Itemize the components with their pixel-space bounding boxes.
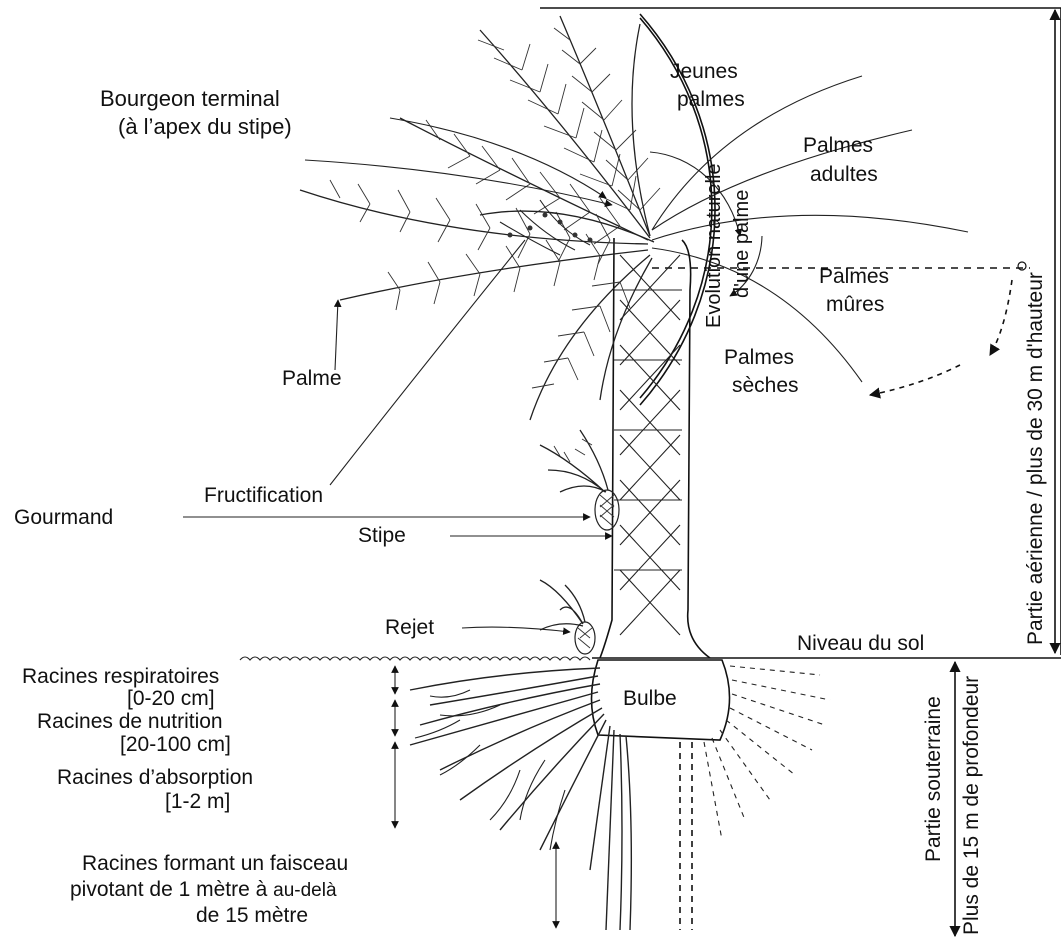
- gourmand-offshoot: [540, 430, 619, 530]
- label-racines-respiratoires-1: Racines respiratoires: [22, 665, 219, 688]
- label-racines-faisceau-2: pivotant de 1 mètre à au-delà: [70, 878, 337, 901]
- label-evolution-1: Evolution naturelle: [703, 163, 725, 328]
- leader-lines: [183, 118, 612, 928]
- zone-jeunes-1: Jeunes: [670, 60, 738, 83]
- label-palme: Palme: [282, 367, 342, 390]
- zone-adultes-2: adultes: [810, 163, 878, 186]
- label-profondeur: Plus de 15 m de profondeur: [960, 676, 983, 935]
- label-racines-nutrition-1: Racines de nutrition: [37, 710, 223, 733]
- fructification-bunches: [500, 200, 593, 255]
- label-gourmand: Gourmand: [14, 506, 113, 529]
- label-racines-faisceau-1: Racines formant un faisceau: [82, 852, 348, 875]
- fronds: [300, 16, 660, 420]
- zone-seches-2: sèches: [732, 374, 799, 397]
- label-niveau-sol: Niveau du sol: [797, 632, 924, 655]
- label-faisceau-2b: au-delà: [273, 880, 337, 901]
- labels: Bourgeon terminal (à l’apex du stipe) Pa…: [14, 60, 1047, 935]
- rejet-offshoot: [540, 580, 595, 654]
- label-fructification: Fructification: [204, 484, 323, 507]
- label-partie-souterraine: Partie souterraine: [922, 696, 945, 862]
- label-racines-faisceau-3: de 15 mètre: [196, 904, 308, 927]
- label-rejet: Rejet: [385, 616, 434, 639]
- label-racines-respiratoires-2: [0-20 cm]: [127, 687, 215, 710]
- label-stipe: Stipe: [358, 524, 406, 547]
- zone-adultes-1: Palmes: [803, 134, 873, 157]
- trunk: [600, 238, 710, 658]
- zone-mures-2: mûres: [826, 293, 884, 316]
- label-bulbe: Bulbe: [623, 687, 677, 710]
- zone-mures-1: Palmes: [819, 265, 889, 288]
- label-partie-aerienne: Partie aérienne / plus de 30 m d'hauteur: [1024, 272, 1047, 645]
- label-racines-absorption-2: [1-2 m]: [165, 790, 230, 813]
- zone-jeunes-2: palmes: [677, 88, 745, 111]
- label-bourgeon-2: (à l’apex du stipe): [118, 114, 292, 139]
- label-bourgeon-1: Bourgeon terminal: [100, 86, 280, 111]
- label-evolution-2: d'une palme: [731, 190, 753, 298]
- label-faisceau-2a: pivotant de 1 mètre à: [70, 878, 273, 901]
- label-racines-absorption-1: Racines d’absorption: [57, 766, 253, 789]
- ground-line: [240, 657, 590, 660]
- zone-seches-1: Palmes: [724, 346, 794, 369]
- label-racines-nutrition-2: [20-100 cm]: [120, 733, 231, 756]
- dashed-root-rays: [704, 666, 830, 840]
- roots: [410, 668, 631, 930]
